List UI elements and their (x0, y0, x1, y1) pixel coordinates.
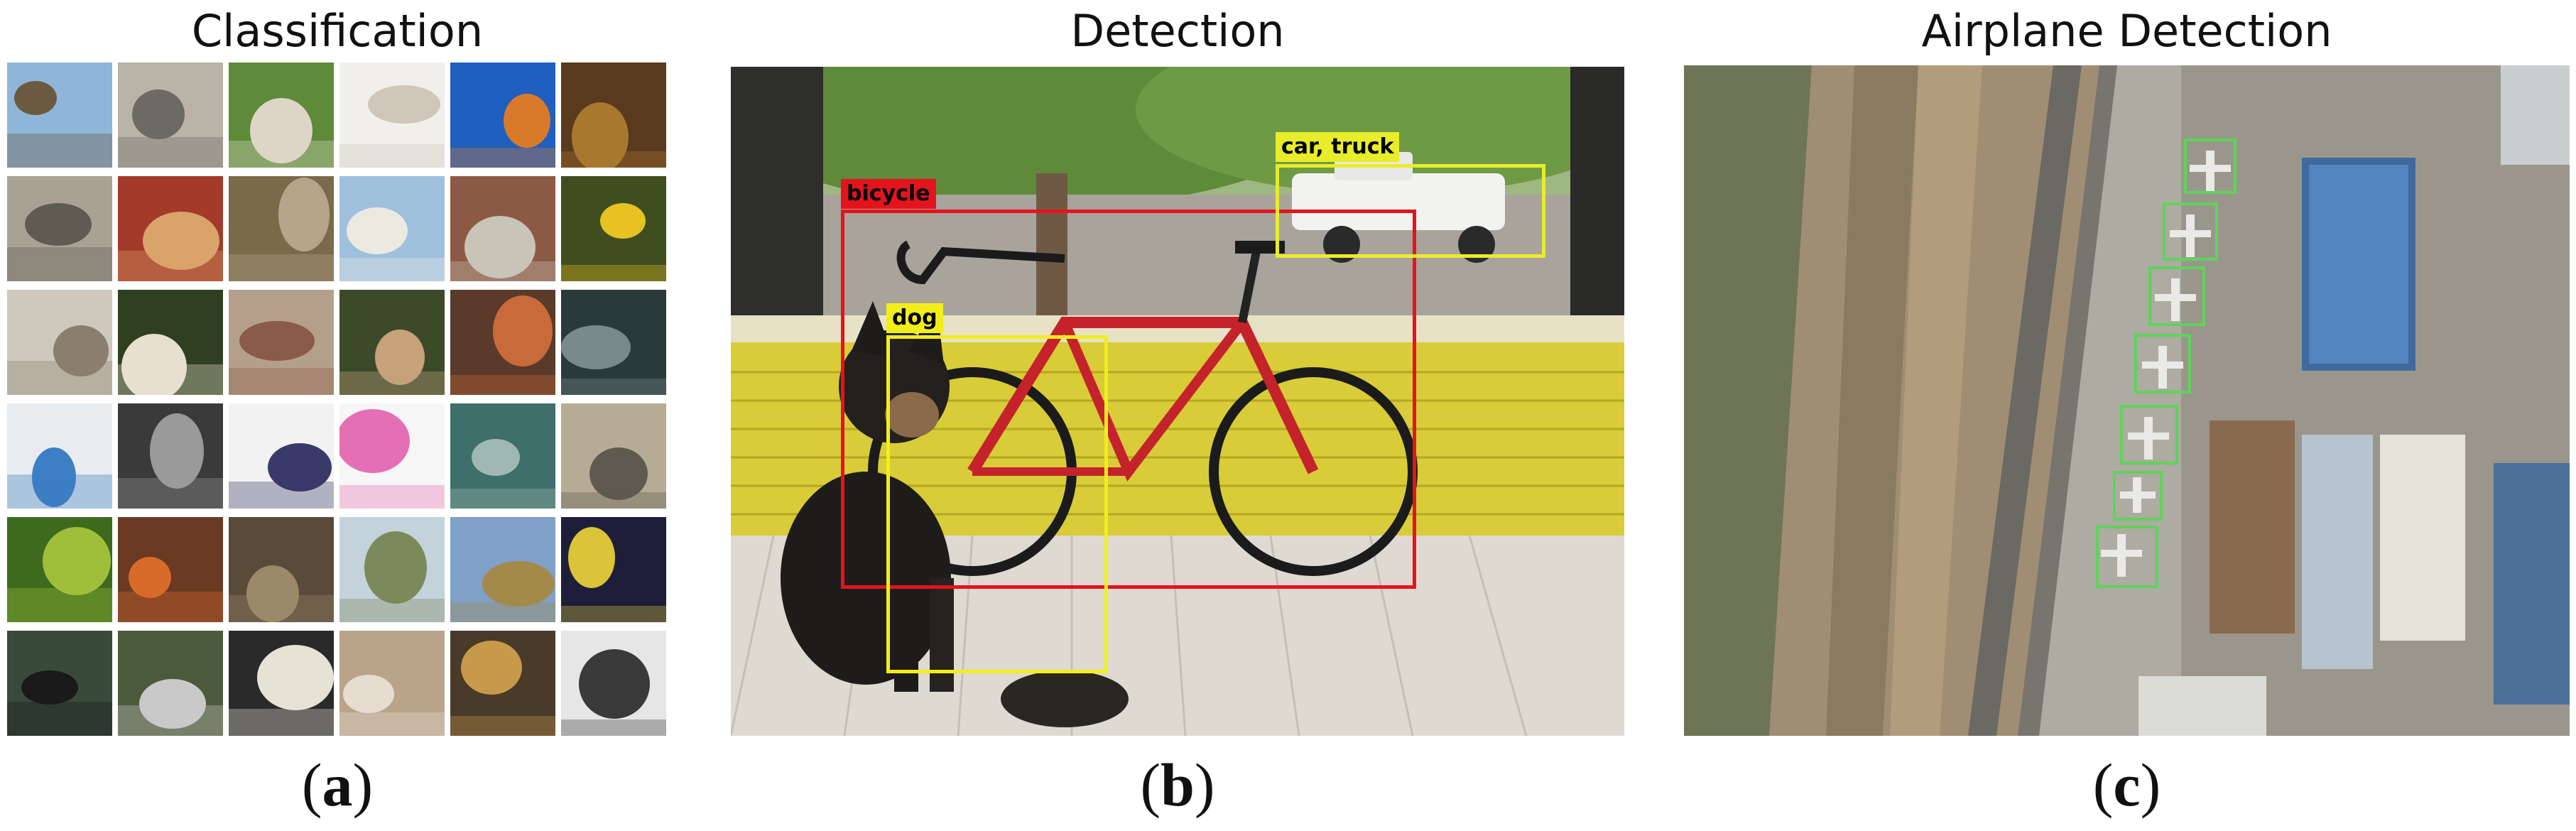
classification-thumbnail (339, 403, 445, 509)
airplane-box (2163, 202, 2218, 261)
classification-thumbnail (339, 290, 445, 395)
car-truck-detection-box (1276, 164, 1545, 258)
classification-thumbnail (118, 517, 223, 622)
classification-thumbnail (7, 290, 112, 395)
classification-thumbnail (561, 63, 666, 168)
classification-thumbnail (450, 517, 555, 622)
car-truck-label: car, truck (1276, 132, 1400, 162)
classification-thumbnail (7, 517, 112, 622)
airplane-box (2184, 138, 2237, 194)
bicycle (868, 240, 1418, 576)
panel-c-caption: (c) (2092, 751, 2161, 819)
classification-thumbnail (118, 63, 223, 168)
classification-thumbnail (7, 631, 112, 736)
panel-a-title: Classification (191, 5, 484, 57)
classification-thumbnail (450, 176, 555, 281)
detection-image: bicycle dog car, truck (731, 67, 1624, 736)
tree-foliage-right (1136, 67, 1624, 195)
classification-thumbnail (229, 517, 334, 622)
airplane-box (2134, 334, 2191, 393)
panel-a-caption: (a) (301, 751, 374, 819)
classification-grid (7, 63, 668, 736)
classification-thumbnail (229, 290, 334, 395)
classification-thumbnail (561, 176, 666, 281)
airplane-box (2148, 266, 2205, 326)
airplane-box (2096, 526, 2158, 588)
bicycle-label: bicycle (841, 179, 936, 209)
classification-thumbnail (339, 517, 445, 622)
panel-b-caption: (b) (1140, 751, 1215, 819)
classification-thumbnail (229, 176, 334, 281)
airplane-box (2113, 471, 2163, 521)
classification-thumbnail (450, 63, 555, 168)
classification-thumbnail (561, 631, 666, 736)
classification-thumbnail (118, 290, 223, 395)
classification-thumbnail (229, 631, 334, 736)
tree-trunk (1036, 173, 1067, 315)
airplane-box (2120, 405, 2178, 465)
classification-thumbnail (339, 63, 445, 168)
classification-thumbnail (450, 631, 555, 736)
panel-b-title: Detection (1070, 5, 1285, 57)
classification-thumbnail (118, 176, 223, 281)
classification-thumbnail (229, 403, 334, 509)
classification-thumbnail (450, 290, 555, 395)
classification-thumbnail (7, 63, 112, 168)
classification-thumbnail (339, 176, 445, 281)
hangar-rust (2210, 420, 2295, 634)
airplane-aerial-image (1684, 65, 2570, 736)
classification-thumbnail (561, 403, 666, 509)
dog-detection-box (886, 335, 1108, 673)
classification-thumbnail (561, 290, 666, 395)
classification-thumbnail (339, 631, 445, 736)
bicycle-detection-box (841, 210, 1416, 589)
aerial-scene (1684, 65, 2570, 736)
panel-c-title: Airplane Detection (1921, 5, 2332, 57)
classification-thumbnail (118, 403, 223, 509)
classification-thumbnail (7, 403, 112, 509)
classification-thumbnail (118, 631, 223, 736)
classification-thumbnail (450, 403, 555, 509)
classification-thumbnail (229, 63, 334, 168)
dog-label: dog (886, 303, 943, 333)
classification-thumbnail (7, 176, 112, 281)
classification-thumbnail (561, 517, 666, 622)
